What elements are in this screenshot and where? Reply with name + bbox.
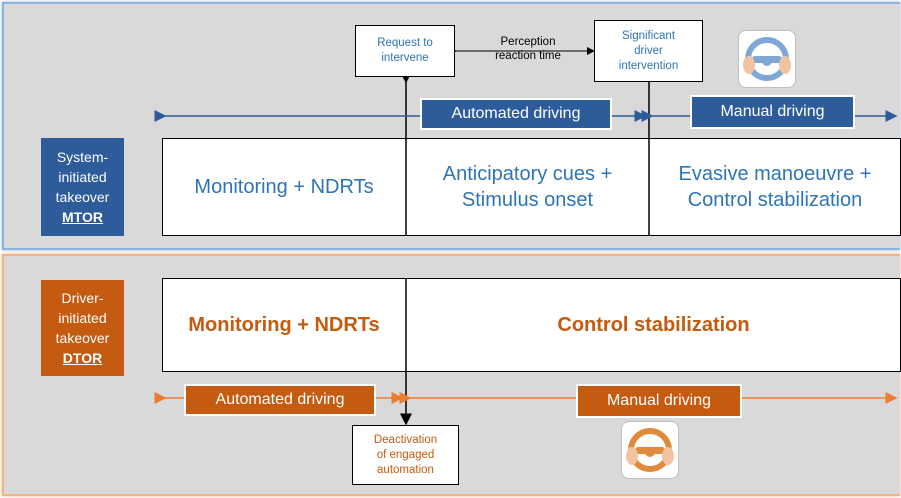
request-to-intervene-callout: Request to intervene	[355, 25, 455, 77]
dtor-phase-monitoring: Monitoring + NDRTs	[188, 313, 380, 336]
deactivation-callout: Deactivation of engaged automation	[352, 425, 459, 485]
dtor-automated-driving-label: Automated driving	[184, 384, 376, 416]
significant-driver-intervention-callout: Significant driver intervention	[594, 20, 703, 82]
perception-reaction-time-label: Perception reaction time	[495, 36, 561, 62]
dtor-phase-box	[162, 278, 901, 372]
mtor-badge: System- initiated takeover MTOR	[41, 138, 124, 236]
dtor-badge: Driver- initiated takeover DTOR	[41, 280, 124, 376]
steering-wheel-icon-orange	[621, 421, 679, 479]
mtor-badge-line-1: System-	[56, 149, 109, 165]
dtor-phase-control: Control stabilization	[557, 313, 750, 336]
steering-wheel-icon-blue	[738, 30, 796, 88]
mtor-manual-driving-label: Manual driving	[690, 95, 855, 129]
mtor-phase-box	[162, 138, 901, 236]
mtor-phase-evasive: Evasive manoeuvre + Control stabilizatio…	[678, 163, 872, 211]
dtor-manual-driving-label: Manual driving	[576, 384, 742, 418]
dtor-badge-line-1: Driver-	[61, 290, 104, 306]
mtor-automated-driving-label: Automated driving	[420, 98, 612, 130]
mtor-phase-monitoring: Monitoring + NDRTs	[194, 175, 374, 198]
dtor-badge-line-2: initiated	[58, 310, 107, 326]
mtor-badge-code: MTOR	[62, 209, 103, 225]
mtor-badge-line-3: takeover	[55, 189, 110, 205]
mtor-badge-line-2: initiated	[58, 169, 107, 185]
dtor-badge-line-3: takeover	[55, 330, 110, 346]
dtor-badge-code: DTOR	[62, 350, 103, 366]
mtor-phase-anticipatory: Anticipatory cues + Stimulus onset	[442, 163, 613, 211]
